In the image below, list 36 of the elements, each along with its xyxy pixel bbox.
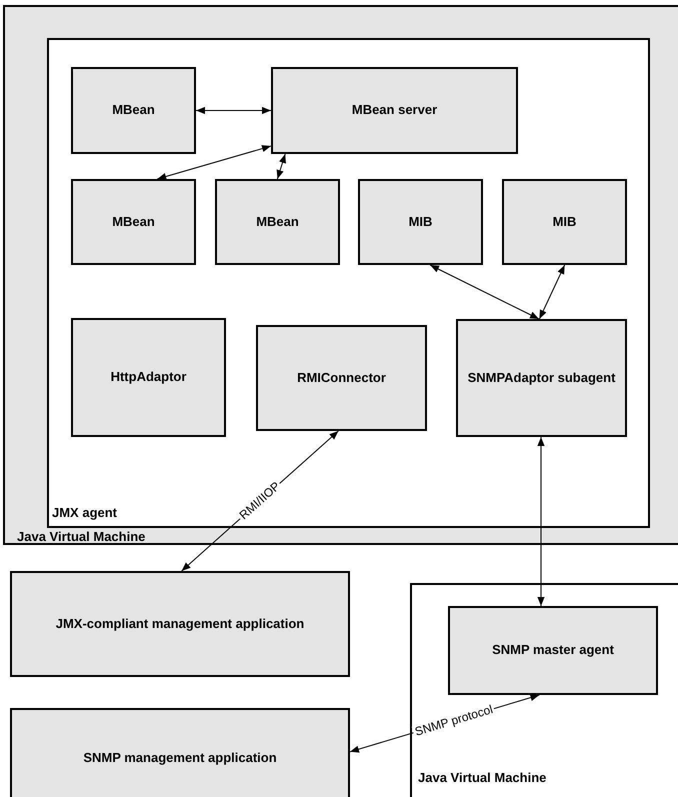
box-label: SNMPAdaptor subagent	[466, 370, 616, 386]
component-box	[271, 67, 518, 154]
box-label: MBean	[111, 214, 156, 230]
box-label: HttpAdaptor	[110, 369, 188, 386]
agent-panel	[47, 38, 650, 528]
arrow	[538, 264, 566, 320]
box-label: SNMP management application	[82, 750, 278, 766]
box-label: SNMP master agent	[491, 642, 615, 659]
component-box	[502, 179, 627, 265]
component-box	[358, 179, 483, 265]
machine-panel	[3, 5, 678, 545]
component-box	[71, 318, 226, 437]
component-box	[71, 67, 196, 154]
arrow	[430, 264, 540, 320]
box-label: MBean server	[350, 102, 438, 119]
arrow	[276, 154, 286, 180]
box-label: MBean	[255, 214, 300, 230]
component-box	[71, 179, 196, 265]
panel-title: Java Virtual Machine	[17, 529, 146, 544]
box-label: JMX-compliant management application	[54, 616, 306, 632]
arrow	[156, 145, 272, 180]
panel-title: Java Virtual Machine	[418, 770, 546, 785]
component-box	[10, 571, 350, 677]
component-box	[215, 179, 340, 265]
component-box	[256, 325, 427, 431]
box-label: MBean	[111, 102, 156, 119]
component-box	[10, 708, 350, 797]
arrow	[196, 106, 272, 114]
machine-panel	[410, 583, 678, 797]
box-label: RMIConnector	[296, 370, 387, 386]
panel-title: JMX agent	[52, 505, 118, 520]
box-label: MIB	[408, 214, 434, 230]
box-label: MIB	[552, 214, 578, 230]
arrow	[537, 436, 545, 606]
component-box	[456, 319, 627, 437]
component-box	[448, 606, 658, 695]
